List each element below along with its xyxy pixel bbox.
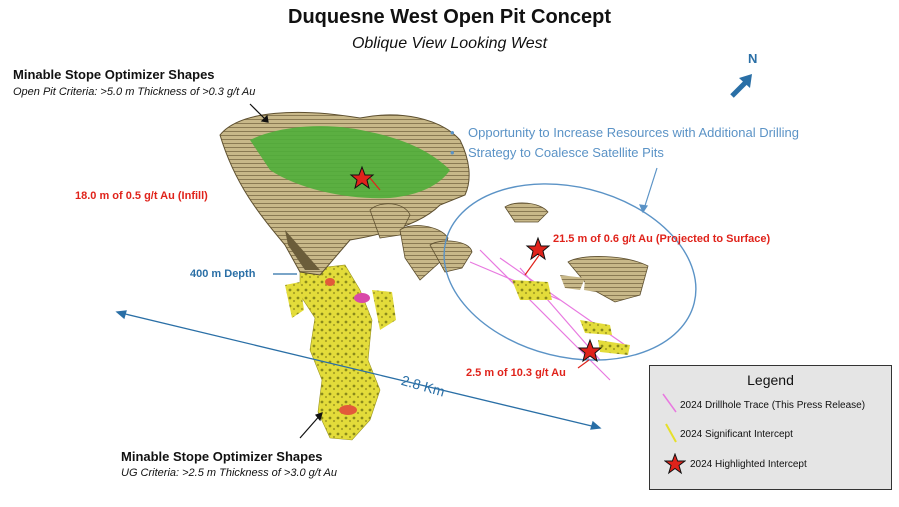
page-subtitle: Oblique View Looking West [351, 35, 548, 52]
intercept-label-projected: 21.5 m of 0.6 g/t Au (Projected to Surfa… [553, 233, 771, 245]
opportunity-item-1: • Opportunity to Increase Resources with … [450, 125, 799, 140]
open-pit-heading: Minable Stope Optimizer Shapes [13, 67, 215, 82]
satellite-ellipse [443, 183, 697, 361]
yellow-line-icon [665, 423, 677, 443]
intercept-leaders [369, 177, 590, 369]
magenta-line-icon [662, 393, 677, 413]
open-pit-criteria: Open Pit Criteria: >5.0 m Thickness of >… [13, 86, 256, 98]
opportunity-text-1: Opportunity to Increase Resources with A… [468, 125, 799, 140]
underground-ore-shapes [285, 264, 396, 441]
drillhole-traces [469, 249, 630, 381]
intercept-label-high-grade: 2.5 m of 10.3 g/t Au [466, 367, 566, 379]
red-star-icon [664, 453, 686, 475]
north-arrow-icon [730, 74, 752, 98]
legend-item-drillhole: 2024 Drillhole Trace (This Press Release… [680, 400, 866, 411]
legend-item-highlighted: 2024 Highlighted Intercept [690, 459, 807, 470]
depth-label: 400 m Depth [190, 268, 256, 280]
opportunity-item-2: • Strategy to Coalesce Satellite Pits [450, 145, 664, 160]
highlighted-intercept-star-projected [525, 236, 551, 261]
bullet-icon: • [450, 125, 455, 140]
legend-box: Legend 2024 Drillhole Trace (This Press … [649, 365, 892, 490]
main-open-pit [219, 111, 470, 276]
highlighted-intercept-star-infill [349, 165, 375, 190]
distance-arrow [115, 310, 602, 430]
highlighted-intercept-star-high-grade [577, 338, 603, 363]
pointer-arrows [249, 103, 323, 439]
page-title: Duquesne West Open Pit Concept [288, 6, 611, 28]
opportunity-text-2: Strategy to Coalesce Satellite Pits [468, 145, 664, 160]
callout-arrow [639, 167, 658, 214]
intercept-label-infill: 18.0 m of 0.5 g/t Au (Infill) [75, 190, 208, 202]
legend-title: Legend [747, 372, 794, 388]
bullet-icon: • [450, 145, 455, 160]
satellite-pits [369, 202, 649, 303]
north-label: N [748, 51, 758, 66]
underground-heading: Minable Stope Optimizer Shapes [121, 449, 323, 464]
underground-criteria: UG Criteria: >2.5 m Thickness of >3.0 g/… [121, 467, 338, 479]
legend-item-significant: 2024 Significant Intercept [680, 429, 793, 440]
